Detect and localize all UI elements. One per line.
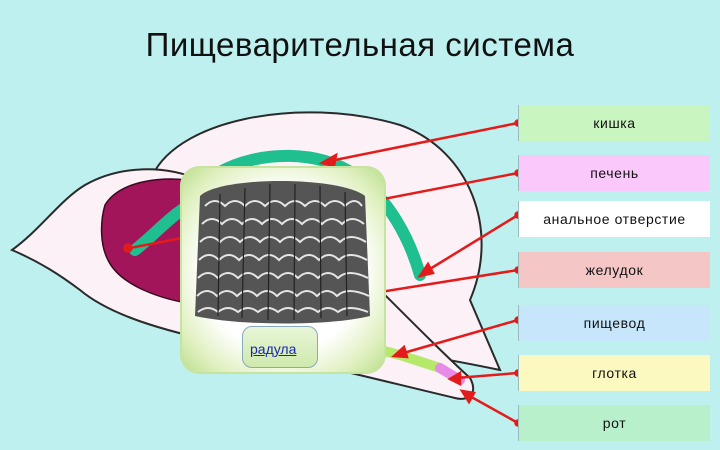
label-pharynx: глотка <box>518 355 710 391</box>
label-intestine: кишка <box>518 105 710 141</box>
label-mouth: рот <box>518 405 710 441</box>
arrow-liver-dot <box>125 245 132 252</box>
arrow-mouth <box>466 394 518 423</box>
label-anus: анальное отверстие <box>518 201 710 237</box>
label-liver: печень <box>518 155 710 191</box>
radula-label[interactable]: радула <box>250 341 296 357</box>
label-esophagus: пищевод <box>518 305 710 341</box>
label-stomach: желудок <box>518 252 710 288</box>
